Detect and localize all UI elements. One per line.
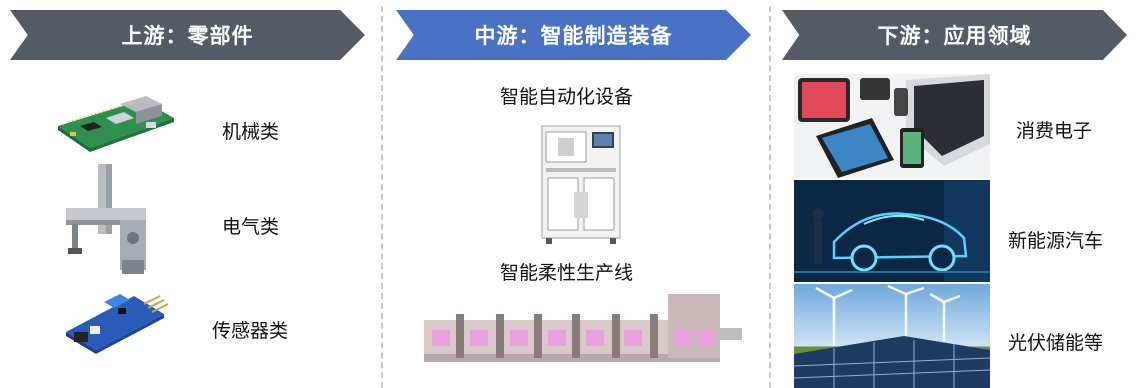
component-label-mechanical: 机械类 (222, 121, 280, 143)
column-divider-left (381, 6, 383, 388)
solar-wind-photo (794, 284, 990, 388)
component-label-sensor: 传感器类 (212, 320, 289, 342)
application-label-new-energy-vehicle: 新能源汽车 (1008, 230, 1104, 252)
downstream-banner: 下游：应用领域 (782, 10, 1127, 60)
midstream-banner: 中游：智能制造装备 (396, 10, 751, 60)
production-line-icon (424, 294, 742, 362)
robot-arm-icon (66, 164, 146, 274)
automation-machine-icon (541, 125, 621, 244)
upstream-column: 上游：零部件 机械类 电气类 传感器类 (0, 0, 378, 388)
column-divider-right (769, 6, 771, 388)
circuit-board-icon (58, 96, 174, 152)
downstream-column: 下游：应用领域 消费电子 新能源汽车 (772, 0, 1136, 388)
upstream-banner: 上游：零部件 (10, 10, 365, 60)
sensor-module-icon (66, 294, 169, 354)
component-label-electrical: 电气类 (222, 216, 280, 238)
equipment-label-automation: 智能自动化设备 (500, 86, 634, 108)
application-label-pv-storage: 光伏储能等 (1008, 332, 1104, 354)
application-label-consumer-electronics: 消费电子 (1016, 120, 1093, 142)
midstream-column: 中游：智能制造装备 智能自动化设备 智能柔性生产线 (384, 0, 766, 388)
consumer-devices-photo (794, 74, 990, 178)
equipment-label-flexible-line: 智能柔性生产线 (500, 262, 634, 284)
electric-car-photo (794, 180, 990, 282)
